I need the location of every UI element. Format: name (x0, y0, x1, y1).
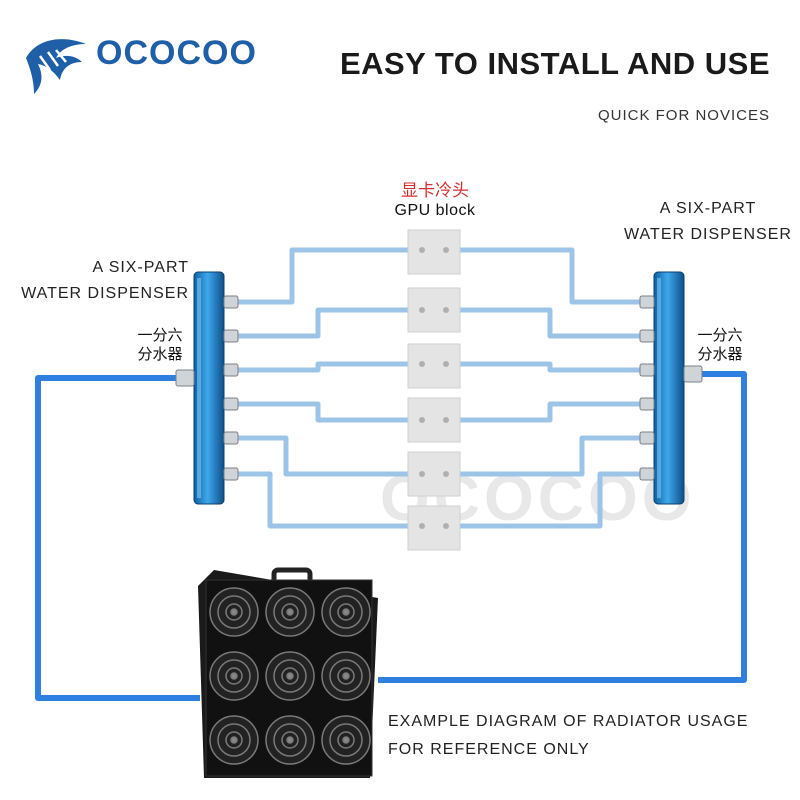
branch-tube-3 (238, 361, 640, 373)
gpu-block-3 (407, 343, 461, 389)
fan-1-3 (321, 587, 371, 637)
branch-tube-2 (238, 307, 640, 339)
branch-tube-1 (238, 247, 640, 305)
radiator-fans (209, 587, 371, 765)
fan-2-3 (321, 651, 371, 701)
gpu-label-en: GPU block (394, 202, 476, 219)
left-water-dispenser (175, 271, 239, 505)
radiator (198, 567, 378, 778)
page-subtitle: QUICK FOR NOVICES (597, 107, 770, 124)
gpu-label-cn: 显卡冷头 (401, 181, 469, 200)
right-dispenser-label-line-2: WATER DISPENSER (624, 226, 792, 243)
left-dispenser-cn-line-1: 一分六 (137, 327, 183, 344)
right-main-tube (378, 371, 747, 683)
page-title: EASY TO INSTALL AND USE (339, 46, 770, 81)
fan-3-1 (209, 715, 259, 765)
fan-1-2 (265, 587, 315, 637)
right-dispenser-cn-line-1: 一分六 (697, 327, 743, 344)
eagle-logo-icon (26, 39, 86, 94)
branch-tube-5 (238, 435, 640, 477)
left-main-tube (35, 375, 200, 701)
right-dispenser-cn-line-2: 分水器 (697, 346, 743, 363)
branch-tube-4 (238, 401, 640, 423)
right-dispenser-label: A SIX-PART WATER DISPENSER (618, 196, 798, 248)
right-dispenser-label-line-1: A SIX-PART (659, 200, 757, 217)
gpu-block-2 (407, 287, 461, 333)
right-dispenser-label-cn: 一分六 分水器 (690, 326, 750, 364)
caption-line-2: FOR REFERENCE ONLY (388, 741, 590, 758)
left-inlet-fitting (175, 369, 195, 387)
caption-line-1: EXAMPLE DIAGRAM OF RADIATOR USAGE (388, 713, 749, 730)
fan-2-1 (209, 651, 259, 701)
gpu-blocks (407, 229, 461, 551)
gpu-block-6 (407, 505, 461, 551)
gpu-block-5 (407, 451, 461, 497)
branch-tube-6 (238, 471, 640, 529)
gpu-block-1 (407, 229, 461, 275)
diagram-caption: EXAMPLE DIAGRAM OF RADIATOR USAGE FOR RE… (388, 708, 748, 764)
left-dispenser-label-line-1: A SIX-PART (92, 259, 189, 276)
main-loop-tubes (35, 371, 747, 701)
left-dispenser-fittings (223, 295, 239, 481)
left-dispenser-label-line-2: WATER DISPENSER (21, 285, 189, 302)
right-outlet-fitting (683, 365, 703, 383)
left-dispenser-cn-line-2: 分水器 (137, 346, 183, 363)
fan-3-2 (265, 715, 315, 765)
branch-tubes (238, 247, 640, 529)
left-dispenser-label: A SIX-PART WATER DISPENSER (14, 255, 189, 307)
right-water-dispenser (639, 271, 703, 505)
left-dispenser-label-cn: 一分六 分水器 (130, 326, 190, 364)
brand-name: OCOCOO (96, 34, 257, 72)
fan-1-1 (209, 587, 259, 637)
gpu-block-4 (407, 397, 461, 443)
fan-2-2 (265, 651, 315, 701)
fan-3-3 (321, 715, 371, 765)
right-dispenser-fittings (639, 295, 655, 481)
